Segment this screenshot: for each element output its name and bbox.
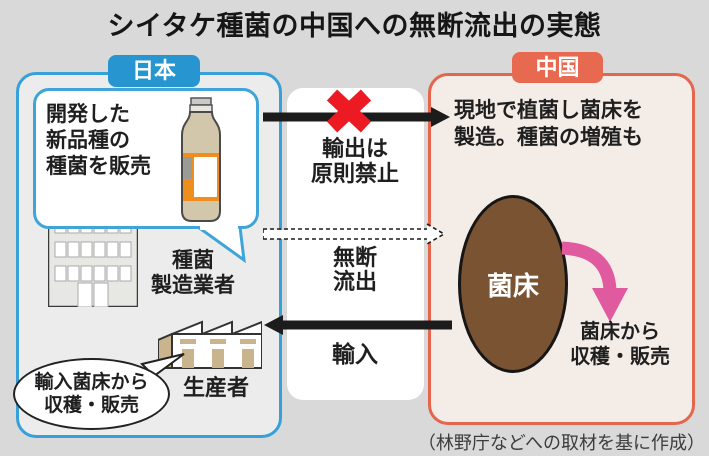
speech-bubble-tail (194, 226, 246, 264)
china-harvest-text: 菌床から 収穫・販売 (570, 321, 670, 368)
dev-speech-bubble (33, 88, 259, 229)
manufacturer-label: 種菌 製造業者 (151, 249, 235, 297)
producer-factory-icon (158, 320, 262, 369)
export-ban-text: 輸出は 原則禁止 (310, 136, 399, 186)
import-arrow-icon (264, 315, 452, 335)
flow-panel (287, 88, 424, 400)
import-text: 輸入 (332, 341, 378, 367)
ban-x-icon (326, 89, 372, 133)
harvest-speech-bubble: 輸入菌床から 収穫・販売 (13, 358, 170, 430)
smuggle-arrow-icon (263, 223, 446, 245)
harvest-arrow-icon (561, 241, 628, 322)
china-label: 中国 (512, 52, 603, 83)
mushroom-bed-label: 菌床 (486, 270, 539, 301)
source-attribution: （林野庁などへの取材を基に作成） (417, 433, 705, 453)
page-title: シイタケ種菌の中国への無断流出の実態 (107, 11, 602, 41)
japan-label: 日本 (108, 55, 200, 87)
dev-bubble-text: 開発した 新品種の 種菌を販売 (46, 103, 151, 178)
unauthorized-outflow-text: 無断 流出 (332, 245, 377, 294)
mushroom-bed-oval: 菌床 (458, 195, 568, 373)
producer-label: 生産者 (182, 375, 249, 400)
spawn-bottle-icon (181, 97, 221, 222)
china-description: 現地で植菌し菌床を 製造。種菌の増殖も (454, 99, 643, 149)
